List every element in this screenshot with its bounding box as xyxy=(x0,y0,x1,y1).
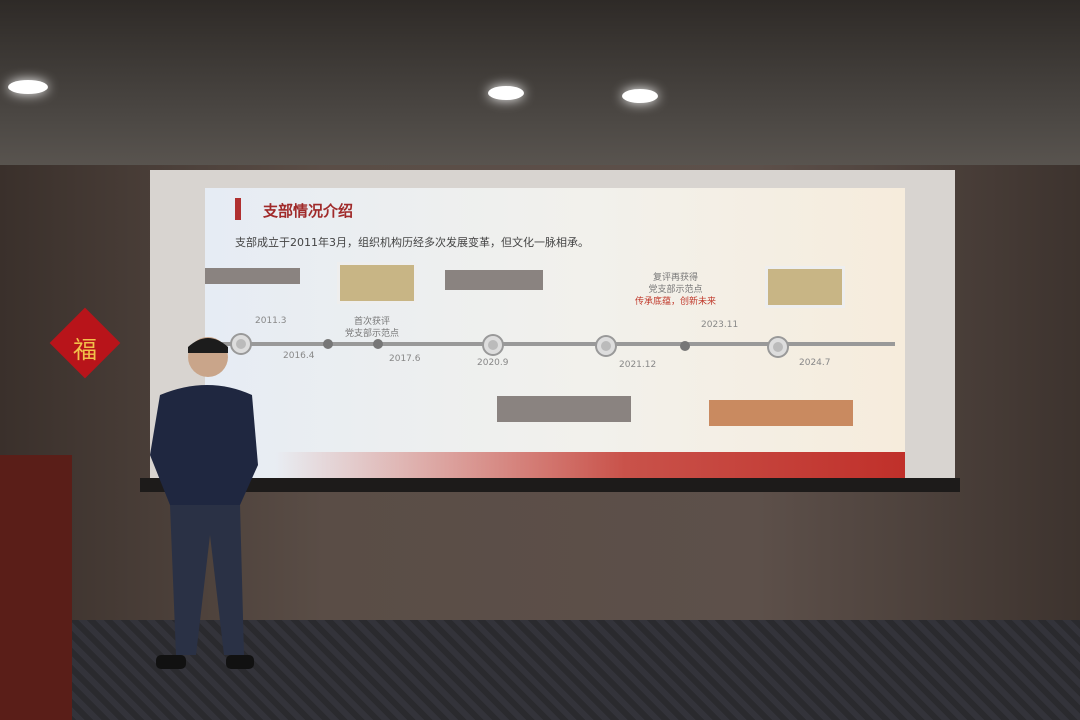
timeline-box xyxy=(205,268,300,284)
milestone-note: 复评再获得党支部示范点传承底蕴，创新未来 xyxy=(635,272,716,308)
note-line: 党支部示范点 xyxy=(345,329,400,339)
timeline-box xyxy=(497,396,631,422)
timeline-node xyxy=(232,335,250,353)
ceiling-light xyxy=(622,89,658,103)
timeline-node xyxy=(484,336,502,354)
ceiling-light xyxy=(8,80,48,94)
ceiling-light xyxy=(488,86,524,100)
timeline-dot xyxy=(680,341,690,351)
date-label: 2017.6 xyxy=(389,354,421,364)
timeline-box xyxy=(445,270,543,290)
timeline-node xyxy=(769,338,787,356)
timeline-dot xyxy=(373,339,383,349)
ceiling xyxy=(0,0,1080,170)
timeline-box xyxy=(709,400,853,426)
note-line: 首次获评 xyxy=(354,317,391,327)
note-line: 复评再获得 xyxy=(653,273,699,283)
slide-title: 支部情况介绍 xyxy=(263,202,354,220)
date-label: 2023.11 xyxy=(701,320,739,330)
date-label: 2016.4 xyxy=(283,351,315,361)
slide-subtitle: 支部成立于2011年3月，组织机构历经多次发展变革，但文化一脉相承。 xyxy=(235,236,589,249)
note-line: 党支部示范点 xyxy=(648,285,703,295)
fu-character: 福 xyxy=(73,336,97,364)
date-label: 2024.7 xyxy=(799,358,831,368)
certificate-image xyxy=(337,262,417,304)
timeline-dot xyxy=(323,339,333,349)
date-label: 2020.9 xyxy=(477,358,509,368)
flag-decoration xyxy=(205,452,905,480)
date-label: 2021.12 xyxy=(619,360,657,370)
presentation-slide: 支部情况介绍 支部成立于2011年3月，组织机构历经多次发展变革，但文化一脉相承… xyxy=(205,188,905,480)
milestone-note: 首次获评党支部示范点 xyxy=(345,316,399,340)
certificate-image xyxy=(765,266,845,308)
speaker xyxy=(150,337,258,669)
title-marker xyxy=(235,198,241,220)
timeline-line xyxy=(205,342,895,346)
podium xyxy=(0,455,72,720)
timeline-node xyxy=(597,337,615,355)
date-label: 2011.3 xyxy=(255,316,287,326)
note-line: 传承底蕴，创新未来 xyxy=(635,297,717,307)
screen-bottom-bar xyxy=(140,478,960,492)
